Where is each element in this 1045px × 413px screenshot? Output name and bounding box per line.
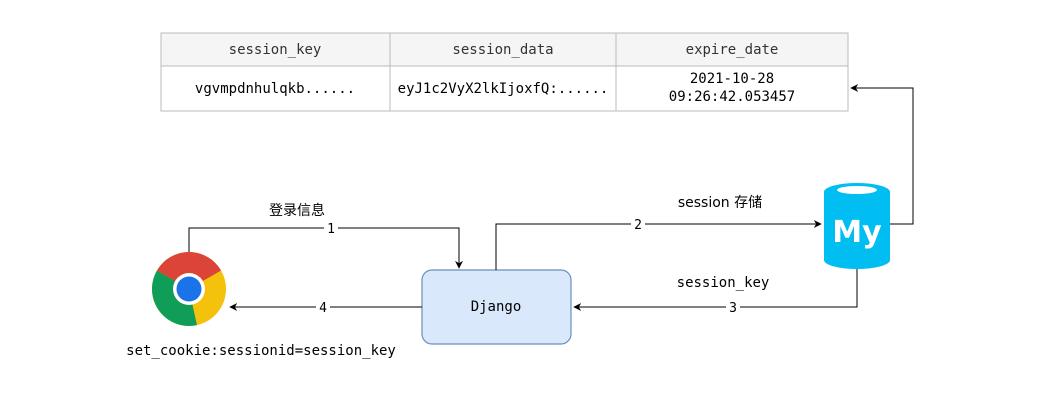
table-header-session-key: session_key bbox=[229, 42, 322, 58]
table-header-session-data: session_data bbox=[452, 42, 553, 58]
edge-session-store: 2 session 存储 bbox=[495, 195, 822, 270]
edge-login-step-bg bbox=[324, 220, 338, 236]
edge-login-step: 1 bbox=[327, 222, 335, 237]
edge-session-key-label: session_key bbox=[677, 275, 770, 291]
session-table: session_key session_data expire_date vgv… bbox=[160, 32, 849, 112]
chrome-red-top bbox=[156, 252, 222, 289]
edge-set-cookie-label: set_cookie:sessionid=session_key bbox=[126, 343, 396, 359]
edge-set-cookie: 4 set_cookie:sessionid=session_key bbox=[126, 299, 422, 359]
edge-db-to-table bbox=[850, 84, 914, 225]
edge-session-store-label: session 存储 bbox=[678, 195, 762, 211]
edge-db-to-table-line bbox=[850, 84, 914, 225]
edge-session-store-step: 2 bbox=[634, 218, 642, 233]
edge-login: 1 登录信息 bbox=[188, 202, 463, 269]
mysql-database-icon: My bbox=[824, 183, 890, 269]
chrome-center bbox=[176, 276, 202, 302]
table-cell-expire-date-line1: 2021-10-28 bbox=[690, 71, 774, 87]
mysql-logo-text: My bbox=[832, 215, 882, 250]
edge-login-label: 登录信息 bbox=[269, 202, 325, 219]
table-header-bg bbox=[160, 32, 849, 67]
mysql-cylinder-body bbox=[824, 192, 890, 269]
table-cell-session-data: eyJ1c2VyX2lkIjoxfQ:...... bbox=[398, 81, 609, 97]
edge-session-key: 3 session_key bbox=[573, 269, 858, 316]
edge-set-cookie-step-bg bbox=[316, 299, 330, 315]
edge-set-cookie-step: 4 bbox=[319, 301, 327, 316]
django-label: Django bbox=[471, 299, 522, 315]
edge-session-key-step-bg bbox=[726, 299, 740, 315]
django-node: Django bbox=[421, 269, 572, 345]
mysql-cylinder-top-highlight bbox=[837, 186, 877, 194]
edge-session-key-line bbox=[573, 269, 858, 311]
table-cell-expire-date-line2: 09:26:42.053457 bbox=[669, 89, 795, 105]
edge-session-key-step: 3 bbox=[729, 301, 737, 316]
table-row-bg bbox=[160, 65, 849, 112]
table-header-expire-date: expire_date bbox=[686, 42, 779, 58]
table-cell-session-key: vgvmpdnhulqkb...... bbox=[195, 81, 355, 97]
chrome-icon bbox=[152, 252, 226, 326]
edge-session-store-step-bg bbox=[631, 216, 645, 232]
edge-session-store-line bbox=[495, 220, 822, 270]
